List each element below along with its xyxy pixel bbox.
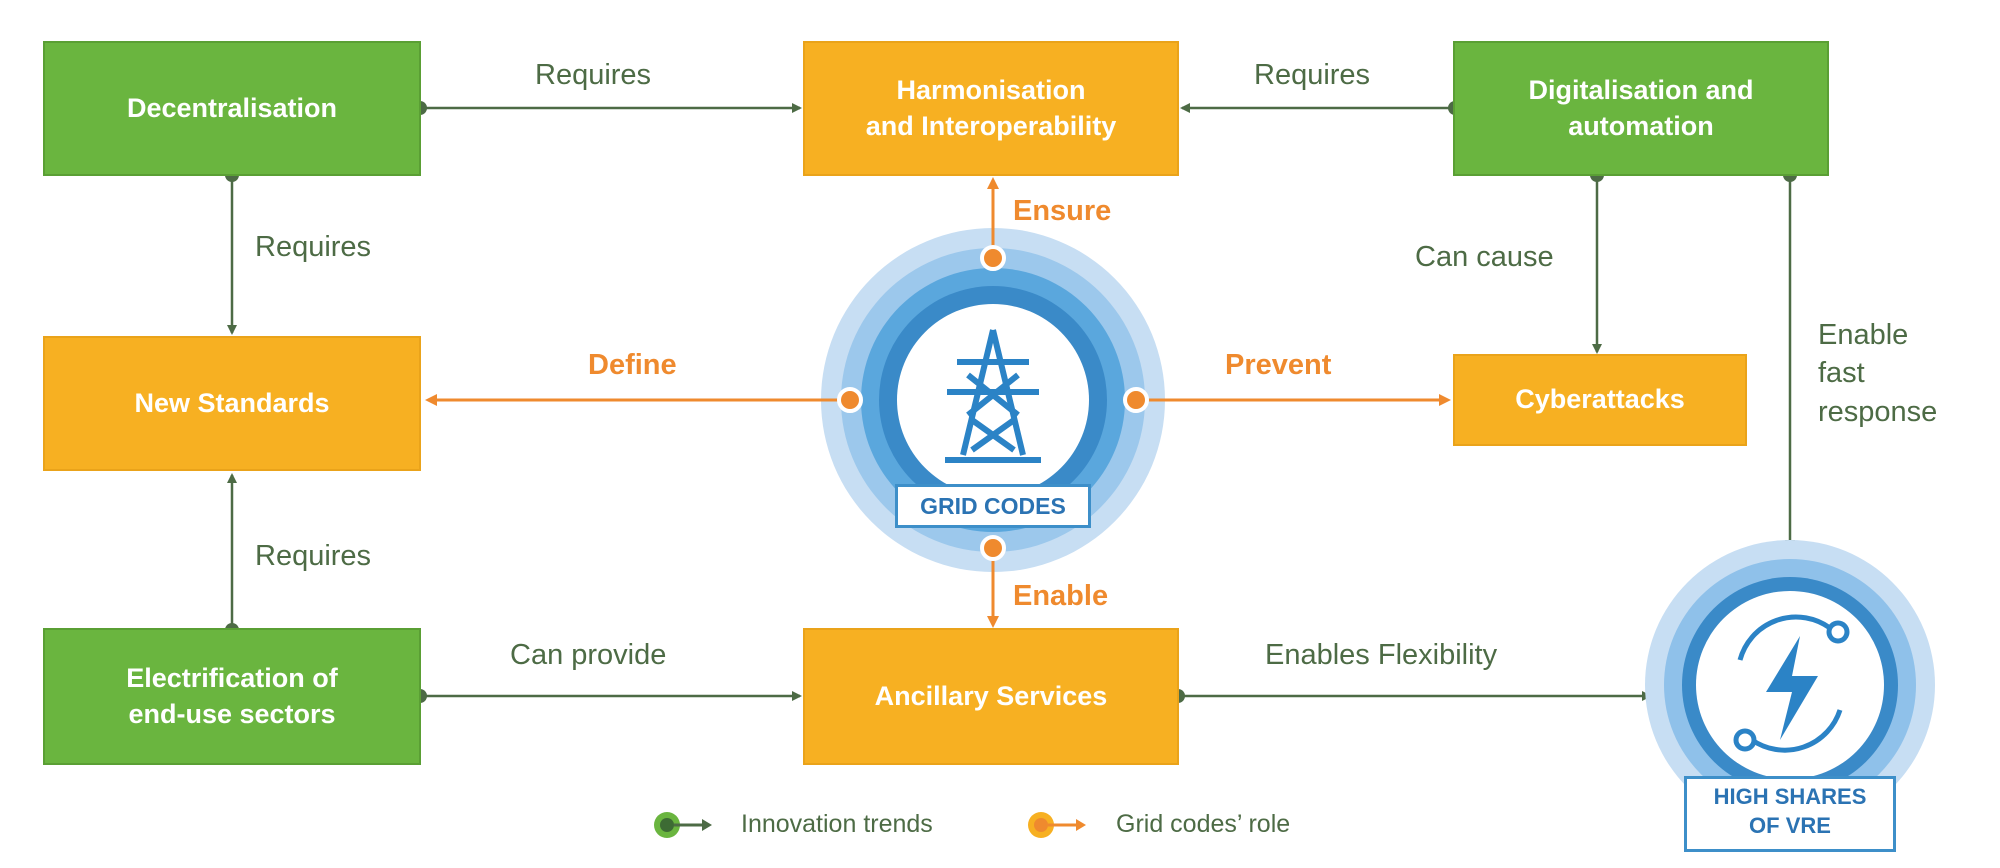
lightning-cycle-icon (1733, 614, 1850, 753)
label-enable-fast-response: Enable fast response (1818, 319, 1938, 428)
origin-dot (837, 387, 863, 413)
label-can-provide: Can provide (510, 639, 667, 671)
label-ensure: Ensure (1013, 195, 1112, 227)
electrification-box: Electrification of end-use sectors (43, 628, 421, 765)
origin-dot (980, 245, 1006, 271)
box-label: New Standards (134, 387, 330, 418)
legend-innovation-swatch (654, 812, 712, 838)
box-label: Digitalisation and automation (1528, 74, 1754, 141)
vre-emblem (1645, 540, 1935, 830)
label-requires: Requires (535, 59, 652, 91)
ancillary-services-box: Ancillary Services (803, 628, 1179, 765)
label-requires: Requires (255, 231, 372, 263)
innovation-arrows (227, 103, 1795, 701)
grid-code-arrow-origins (837, 245, 1149, 561)
cyberattacks-box: Cyberattacks (1453, 354, 1747, 446)
label-define: Define (588, 349, 677, 381)
legend-innovation-label: Innovation trends (741, 810, 933, 838)
transmission-tower-icon (945, 329, 1041, 463)
vre-title: HIGH SHARES OF VRE (1684, 776, 1896, 852)
origin-dot (980, 535, 1006, 561)
harmonisation-box: Harmonisation and Interoperability (803, 41, 1179, 176)
decentralisation-box: Decentralisation (43, 41, 421, 176)
box-label: Decentralisation (126, 92, 338, 123)
box-label: Ancillary Services (874, 680, 1108, 711)
label-can-cause: Can cause (1415, 241, 1554, 273)
label-prevent: Prevent (1225, 349, 1332, 381)
box-label: Cyberattacks (1515, 384, 1685, 415)
label-requires: Requires (1254, 59, 1371, 91)
label-enables-flexibility: Enables Flexibility (1265, 639, 1498, 671)
box-label: Electrification of end-use sectors (126, 662, 338, 729)
origin-dot (1123, 387, 1149, 413)
grid-codes-title: GRID CODES (895, 484, 1091, 528)
digitalisation-box: Digitalisation and automation (1453, 41, 1829, 176)
legend-grid-role-label: Grid codes’ role (1116, 810, 1291, 838)
label-requires: Requires (255, 540, 372, 572)
new-standards-box: New Standards (43, 336, 421, 471)
label-enable: Enable (1013, 580, 1109, 612)
legend-grid-role-swatch (1028, 812, 1086, 838)
box-label: Harmonisation and Interoperability (865, 74, 1117, 141)
